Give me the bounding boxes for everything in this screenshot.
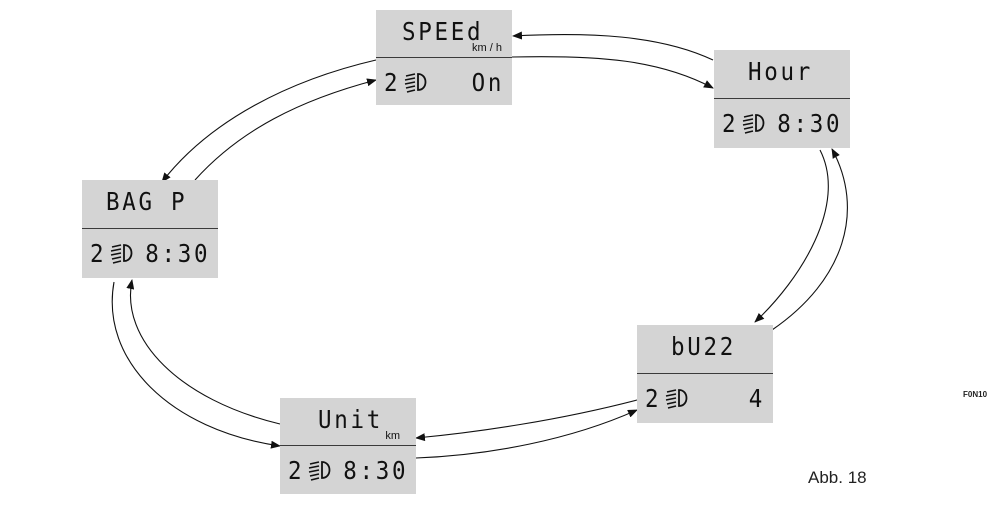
- display-title: Hour: [748, 57, 813, 86]
- display-value: On: [471, 67, 504, 97]
- arrow-buzz-to-hour: [771, 148, 848, 331]
- headlamp-leveling-icon: [404, 72, 427, 93]
- display-title-row: bU22: [637, 325, 773, 374]
- display-buzz: bU22 2 4: [637, 325, 773, 423]
- headlamp-leveling-icon: [742, 114, 765, 134]
- display-unit: Unit km 2 8:30: [280, 398, 416, 494]
- arrow-hour-to-buzz: [754, 149, 829, 323]
- arrow-bag-to-speed: [194, 78, 377, 181]
- display-title: bU22: [671, 332, 736, 361]
- display-title-row: BAG P: [82, 180, 218, 229]
- headlamp-leveling-icon: [665, 389, 688, 409]
- display-value: 8:30: [343, 456, 408, 485]
- figure-code: F0N10: [963, 390, 988, 399]
- display-value-row: 2 8:30: [82, 229, 218, 278]
- display-unit-label: km: [385, 430, 400, 442]
- display-title-row: SPEEd km / h: [376, 10, 512, 58]
- gear-indicator: 2: [384, 67, 401, 97]
- display-hour: Hour 2 8:30: [714, 50, 850, 148]
- display-value: 4: [748, 384, 765, 413]
- gear-indicator: 2: [722, 109, 739, 138]
- display-title-row: Hour: [714, 50, 850, 99]
- display-value-row: 2 8:30: [280, 446, 416, 494]
- display-value-row: 2 8:30: [714, 99, 850, 148]
- display-unit: km / h: [472, 41, 502, 54]
- display-value-row: 2 On: [376, 58, 512, 106]
- arrow-unit-to-bag: [126, 279, 281, 425]
- display-value-row: 2 4: [637, 374, 773, 423]
- arrow-unit-to-buzz: [415, 409, 638, 459]
- gear-indicator: 2: [645, 384, 662, 413]
- gear-indicator: 2: [90, 239, 107, 268]
- display-title-row: Unit km: [280, 398, 416, 446]
- arrow-speed-to-hour: [511, 56, 714, 89]
- arrow-buzz-to-unit: [415, 399, 638, 442]
- headlamp-leveling-icon: [308, 461, 331, 481]
- arrow-hour-to-speed: [512, 31, 714, 61]
- figure-caption: Abb. 18: [808, 468, 867, 487]
- arrow-speed-to-bag: [161, 59, 377, 183]
- arrow-bag-to-unit: [111, 281, 281, 449]
- display-title: BAG P: [106, 187, 188, 216]
- gear-indicator: 2: [288, 456, 305, 485]
- display-title: Unit: [318, 405, 383, 434]
- display-value: 8:30: [145, 239, 210, 268]
- display-bag: BAG P 2 8:30: [82, 180, 218, 278]
- display-value: 8:30: [777, 109, 842, 138]
- display-speed: SPEEd km / h 2 On: [376, 10, 512, 105]
- display-title: SPEEd: [402, 17, 484, 46]
- headlamp-leveling-icon: [110, 244, 133, 264]
